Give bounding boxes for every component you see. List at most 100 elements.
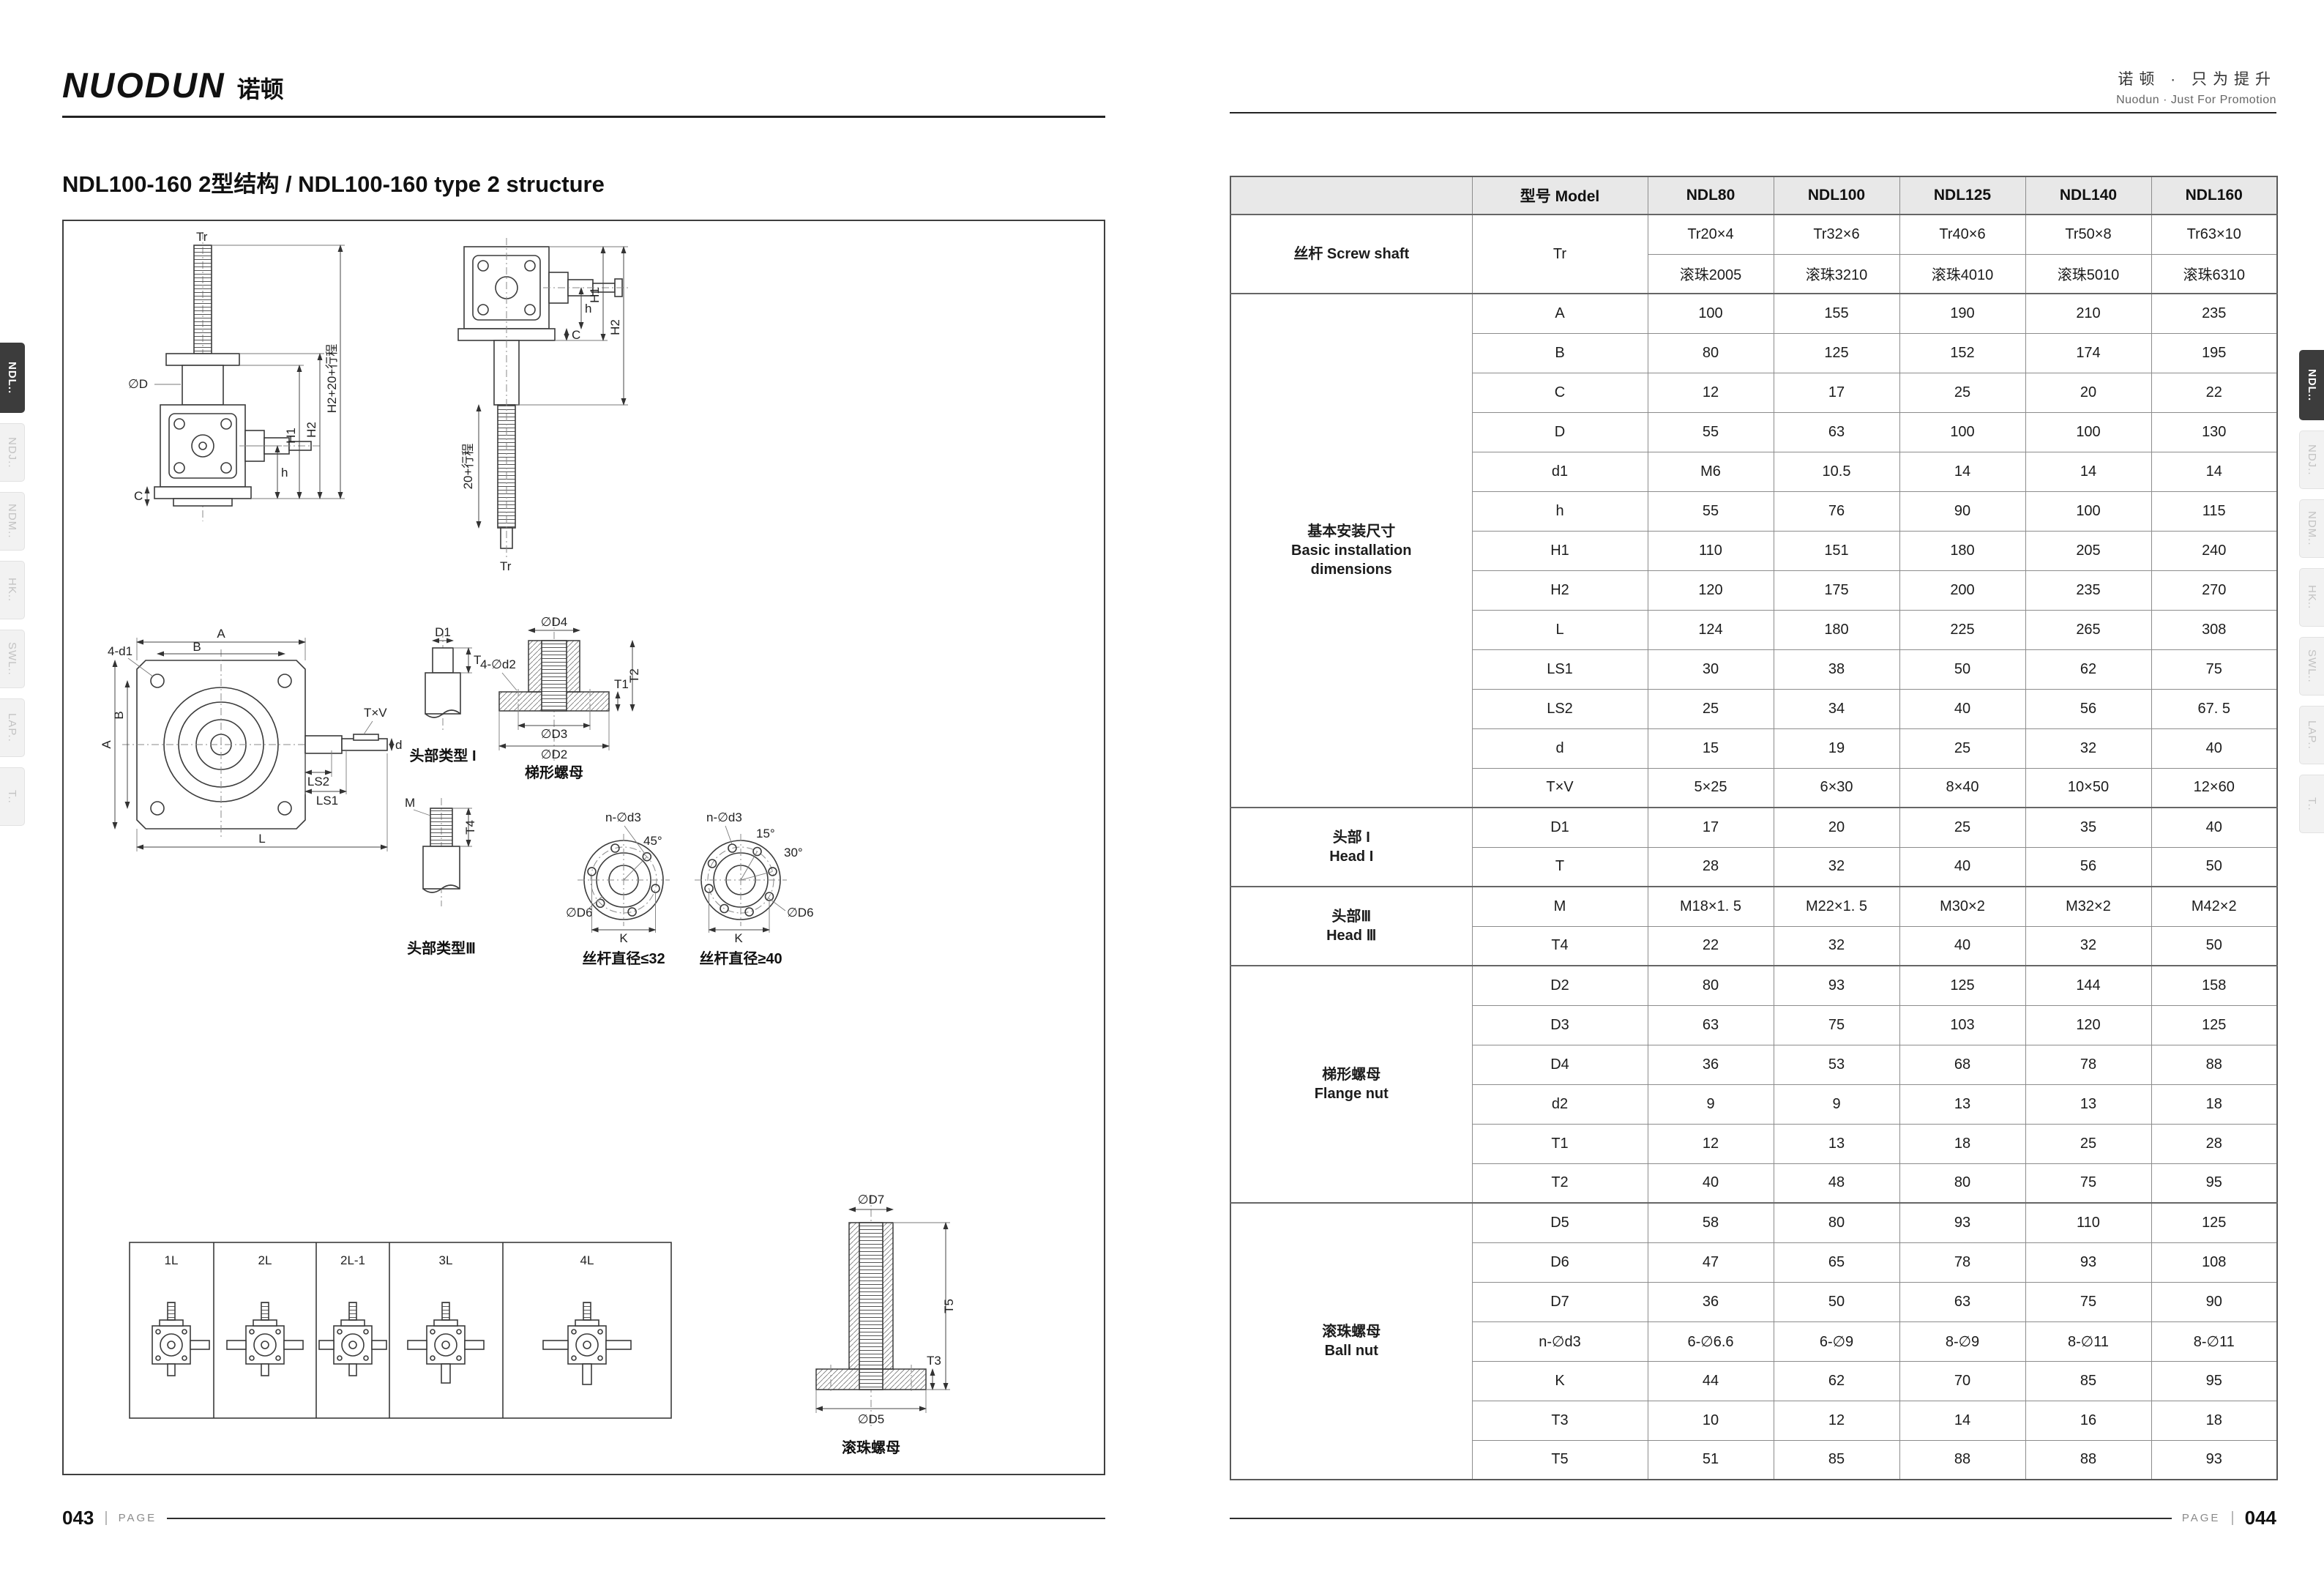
value-cell: 85 xyxy=(1773,1439,1900,1480)
footer-divider: | xyxy=(104,1510,108,1526)
sidebar-tab-swl[interactable]: SWL.. xyxy=(0,630,25,688)
label-ls1: LS1 xyxy=(316,794,338,808)
value-cell: 124 xyxy=(1647,609,1774,650)
side-view-drawing: Tr C 20+行程 h H1 H2 xyxy=(457,238,629,573)
page-label: PAGE xyxy=(2181,1512,2221,1524)
value-cell: 25 xyxy=(1899,372,2026,413)
value-cell: 17 xyxy=(1647,807,1774,848)
value-cell: 44 xyxy=(1647,1360,1774,1401)
value-cell: 205 xyxy=(2025,530,2152,571)
value-cell: 225 xyxy=(1899,609,2026,650)
label-phi-d3: ∅D3 xyxy=(541,727,568,741)
variant-label-2l: 2L xyxy=(258,1253,272,1267)
value-cell: 12 xyxy=(1647,372,1774,413)
sidebar-tab-ndj[interactable]: NDJ.. xyxy=(2299,430,2324,489)
value-cell: 10×50 xyxy=(2025,767,2152,808)
value-cell: 195 xyxy=(2151,332,2278,373)
sidebar-tab-swl[interactable]: SWL.. xyxy=(2299,637,2324,696)
value-cell: 93 xyxy=(2151,1439,2278,1480)
value-cell: 88 xyxy=(2151,1044,2278,1085)
label-m: M xyxy=(405,796,415,810)
label-h2: H2 xyxy=(608,319,622,335)
value-cell: 158 xyxy=(2151,965,2278,1006)
value-cell: 14 xyxy=(2025,451,2152,492)
value-cell: 65 xyxy=(1773,1242,1900,1283)
value-cell: 16 xyxy=(2025,1400,2152,1441)
logo-text: NUODUN xyxy=(62,67,225,105)
label-h1: H1 xyxy=(284,428,298,444)
value-cell: 13 xyxy=(1899,1084,2026,1125)
label-t3: T3 xyxy=(927,1354,941,1368)
value-cell: 95 xyxy=(2151,1163,2278,1204)
param-cell: T×V xyxy=(1471,767,1648,808)
value-cell: Tr32×6 xyxy=(1773,214,1900,255)
value-cell: 30 xyxy=(1647,649,1774,690)
param-cell: T2 xyxy=(1471,1163,1648,1204)
param-cell: T xyxy=(1471,846,1648,887)
param-cell: D3 xyxy=(1471,1004,1648,1045)
value-cell: 100 xyxy=(2025,491,2152,532)
label-c: C xyxy=(572,328,580,342)
value-cell: 40 xyxy=(1899,925,2026,966)
sidebar-tab-t[interactable]: T.. xyxy=(0,767,25,826)
value-cell: 13 xyxy=(1773,1123,1900,1164)
value-cell: 40 xyxy=(2151,807,2278,848)
sidebar-tab-ndj[interactable]: NDJ.. xyxy=(0,423,25,482)
brand-tagline: 诺顿 · 只为提升 Nuodun · Just For Promotion xyxy=(1801,67,2276,107)
value-cell: 40 xyxy=(1647,1163,1774,1204)
sidebar-tab-ndm[interactable]: NDM.. xyxy=(2299,499,2324,558)
label-t2: T2 xyxy=(627,668,641,683)
sidebar-tab-ndl[interactable]: NDL.. xyxy=(2299,350,2324,420)
value-cell: 125 xyxy=(2151,1202,2278,1243)
value-cell: 235 xyxy=(2025,570,2152,611)
label-h1: H1 xyxy=(588,287,602,303)
value-cell: 55 xyxy=(1647,491,1774,532)
sidebar-tab-lap[interactable]: LAP.. xyxy=(2299,706,2324,764)
value-cell: 90 xyxy=(1899,491,2026,532)
sidebar-tab-hk[interactable]: HK.. xyxy=(0,561,25,619)
value-cell: 93 xyxy=(2025,1242,2152,1283)
sidebar-tab-hk[interactable]: HK.. xyxy=(2299,568,2324,627)
value-cell: 85 xyxy=(2025,1360,2152,1401)
page-label: PAGE xyxy=(118,1512,157,1524)
variant-label-2l-1: 2L-1 xyxy=(340,1253,365,1267)
value-cell: 93 xyxy=(1899,1202,2026,1243)
value-cell: 130 xyxy=(2151,411,2278,452)
label-a: A xyxy=(217,627,225,641)
value-cell: 6-∅6.6 xyxy=(1647,1321,1774,1362)
value-cell: 108 xyxy=(2151,1242,2278,1283)
value-cell: 6×30 xyxy=(1773,767,1900,808)
sidebar-tab-lap[interactable]: LAP.. xyxy=(0,698,25,757)
top-view-drawing: 4-d1 T×V d A B A B xyxy=(100,627,402,851)
value-cell: 308 xyxy=(2151,609,2278,650)
value-cell: 8×40 xyxy=(1899,767,2026,808)
model-header: NDL100 xyxy=(1773,176,1900,215)
value-cell: 38 xyxy=(1773,649,1900,690)
value-cell: 50 xyxy=(1773,1281,1900,1322)
sidebar-tab-ndm[interactable]: NDM.. xyxy=(0,492,25,551)
sidebar-tab-t[interactable]: T.. xyxy=(2299,775,2324,833)
param-cell: T1 xyxy=(1471,1123,1648,1164)
value-cell: 40 xyxy=(1899,846,2026,887)
value-cell: 55 xyxy=(1647,411,1774,452)
label-4-phi-d2: 4-∅d2 xyxy=(480,657,516,671)
value-cell: 56 xyxy=(2025,846,2152,887)
value-cell: 88 xyxy=(2025,1439,2152,1480)
page-number-right: 044 xyxy=(2244,1507,2276,1529)
value-cell: 滚珠5010 xyxy=(2025,253,2152,294)
value-cell: 110 xyxy=(1647,530,1774,571)
value-cell: 8-∅11 xyxy=(2025,1321,2152,1362)
value-cell: 9 xyxy=(1647,1084,1774,1125)
value-cell: 50 xyxy=(2151,925,2278,966)
value-cell: 滚珠4010 xyxy=(1899,253,2026,294)
value-cell: 12×60 xyxy=(2151,767,2278,808)
sidebar-tab-ndl[interactable]: NDL.. xyxy=(0,343,25,413)
